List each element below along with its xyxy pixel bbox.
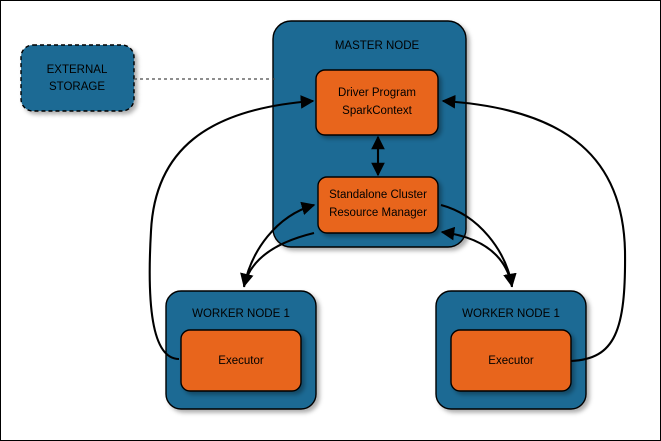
external-storage-box[interactable]	[20, 44, 135, 112]
external-storage-label-line2: STORAGE	[49, 81, 105, 93]
external-storage-label-line1: EXTERNAL	[47, 64, 108, 76]
resource-manager-box[interactable]	[317, 176, 439, 234]
edge-right-worker-to-resourcemanager	[440, 226, 514, 288]
driver-program-label-line2: SparkContext	[342, 105, 412, 117]
edge-left-worker-to-resourcemanager	[242, 201, 316, 288]
resource-manager-label-line1: Standalone Cluster	[329, 189, 427, 201]
worker-node-left-label: WORKER NODE 1	[192, 308, 290, 320]
edge-left-executor-to-driver	[148, 95, 315, 361]
resource-manager-label-line2: Resource Manager	[329, 207, 427, 219]
worker-node-right-label: WORKER NODE 1	[462, 308, 560, 320]
executor-right-label: Executor	[488, 355, 534, 367]
edge-right-executor-to-driver	[441, 94, 627, 363]
master-node-label: MASTER NODE	[335, 40, 420, 52]
driver-program-label-line1: Driver Program	[338, 87, 416, 99]
driver-program-box[interactable]	[315, 69, 439, 136]
executor-left-box[interactable]	[180, 329, 302, 392]
executor-left-label: Executor	[218, 355, 264, 367]
